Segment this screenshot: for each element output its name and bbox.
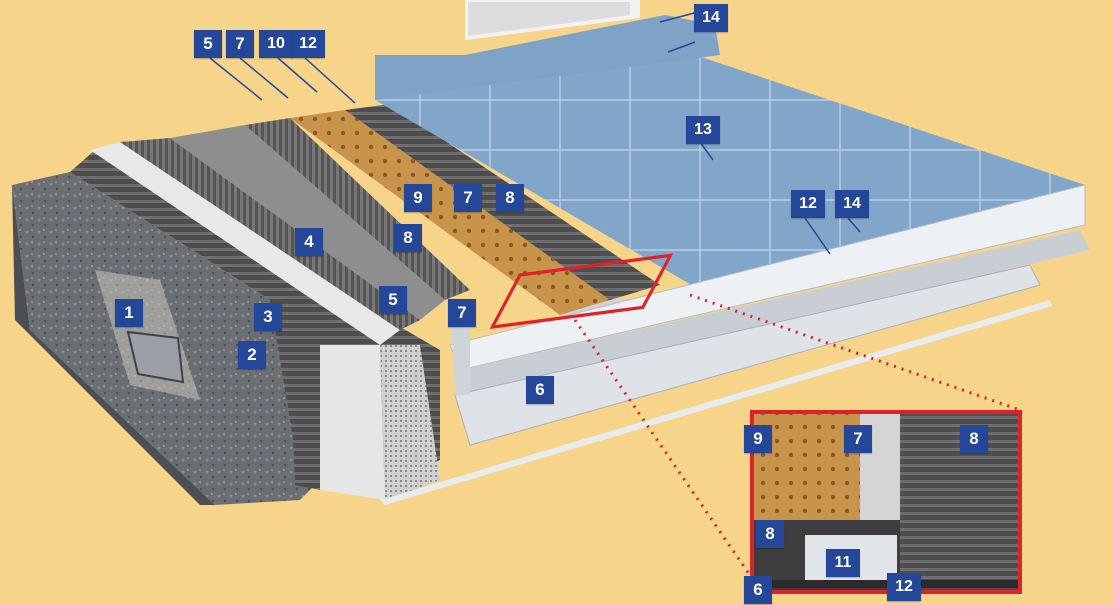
label-leaders — [209, 11, 861, 255]
label-marker-7: 7 — [454, 184, 482, 212]
label-marker-12: 12 — [791, 190, 825, 218]
label-marker-2: 2 — [238, 341, 266, 369]
label-marker-7: 7 — [226, 30, 254, 58]
inset-marker-9: 9 — [744, 425, 772, 453]
layer-strips — [70, 118, 470, 500]
label-marker-5: 5 — [194, 30, 222, 58]
inset-marker-8: 8 — [960, 425, 988, 453]
label-marker-1: 1 — [115, 299, 143, 327]
label-marker-3: 3 — [254, 303, 282, 331]
label-marker-6: 6 — [526, 376, 554, 404]
label-marker-13: 13 — [686, 116, 720, 144]
label-marker-4: 4 — [295, 228, 323, 256]
inset-marker-8: 8 — [756, 520, 784, 548]
label-marker-9: 9 — [404, 184, 432, 212]
label-marker-7: 7 — [448, 299, 476, 327]
detail-callout-box — [489, 253, 674, 329]
edge-profile — [380, 184, 1090, 505]
label-marker-14: 14 — [835, 190, 869, 218]
inset-marker-7: 7 — [844, 425, 872, 453]
tiled-floor — [375, 0, 1085, 290]
label-marker-14: 14 — [694, 4, 728, 32]
inset-marker-12: 12 — [887, 573, 921, 601]
label-marker-10: 10 — [259, 30, 293, 58]
inset-marker-6: 6 — [744, 576, 772, 604]
leader-lines — [573, 293, 1021, 591]
label-marker-12: 12 — [291, 30, 325, 58]
label-marker-8: 8 — [496, 184, 524, 212]
label-marker-8: 8 — [394, 224, 422, 252]
label-marker-5: 5 — [379, 286, 407, 314]
inset-marker-11: 11 — [826, 549, 860, 577]
